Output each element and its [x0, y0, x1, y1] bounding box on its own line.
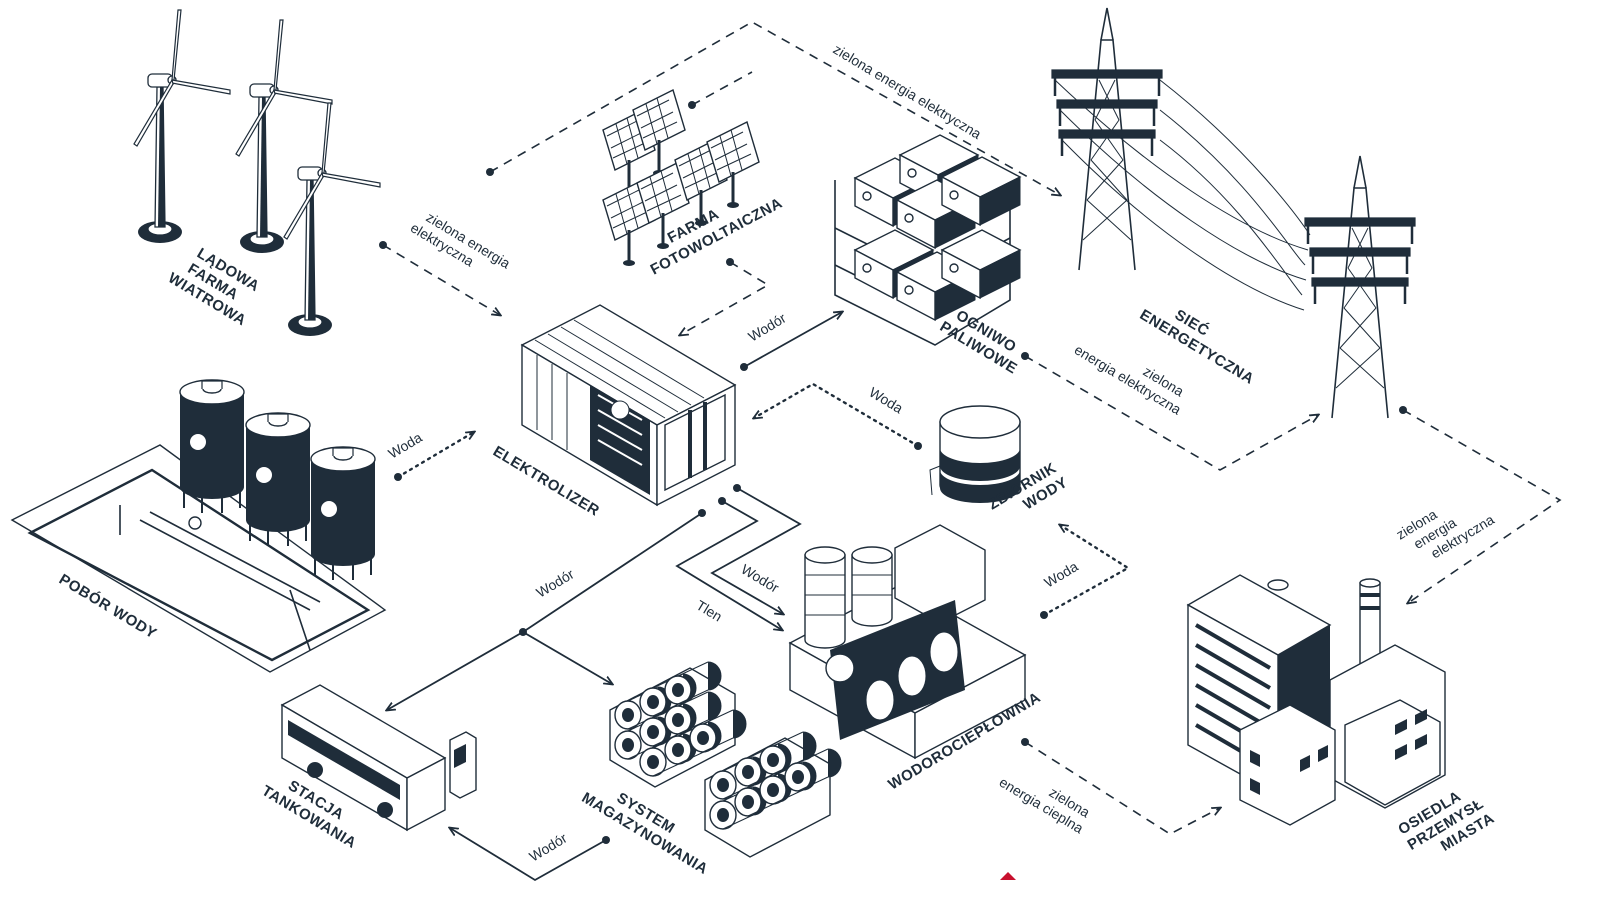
flow-label-oxygen: Tlen	[693, 597, 725, 625]
flow-water-tank-to-electrolyzer	[754, 384, 918, 446]
accent-marker	[1000, 872, 1016, 880]
flow-label-water-intake: Woda	[385, 429, 425, 462]
water-intake	[12, 380, 385, 672]
flow-label-hydrogen-bus: Wodór	[526, 830, 570, 865]
flow-pv-panel-link	[692, 72, 752, 105]
flow-label-hydrogen-chp: Wodór	[738, 561, 782, 596]
flow-hydrogen-to-storage	[523, 632, 612, 684]
fuel-cell-rack	[835, 135, 1020, 345]
flow-label-water-tank: Woda	[866, 384, 906, 417]
flow-label-green-elec-left: zielona energia elektryczna	[408, 205, 513, 286]
flow-grid-to-settlements	[1403, 410, 1560, 603]
label-wind-farm: LĄDOWA FARMA WIATROWA	[165, 239, 268, 330]
flow-label-hydrogen-main: Wodór	[533, 566, 577, 601]
flow-label-hydrogen-fuelcell: Wodór	[745, 310, 789, 345]
settlements-industry-city	[1188, 575, 1445, 825]
flow-oxygen-to-chp	[677, 501, 782, 630]
flow-label-green-elec-right: zielona energia elektryczna	[1393, 482, 1497, 572]
flow-label-green-heat: zielona energia cieplna	[997, 759, 1096, 836]
flow-label-green-elec-top: zielona energia elektryczna	[830, 41, 984, 142]
label-fuel-cell: OGNIWO PALIWOWE	[937, 303, 1030, 378]
label-storage: SYSTEM MAGAZYNOWANIA	[579, 774, 720, 878]
flow-label-water-chp: Woda	[1041, 558, 1081, 591]
flow-hydrogen-to-stations	[387, 513, 702, 710]
